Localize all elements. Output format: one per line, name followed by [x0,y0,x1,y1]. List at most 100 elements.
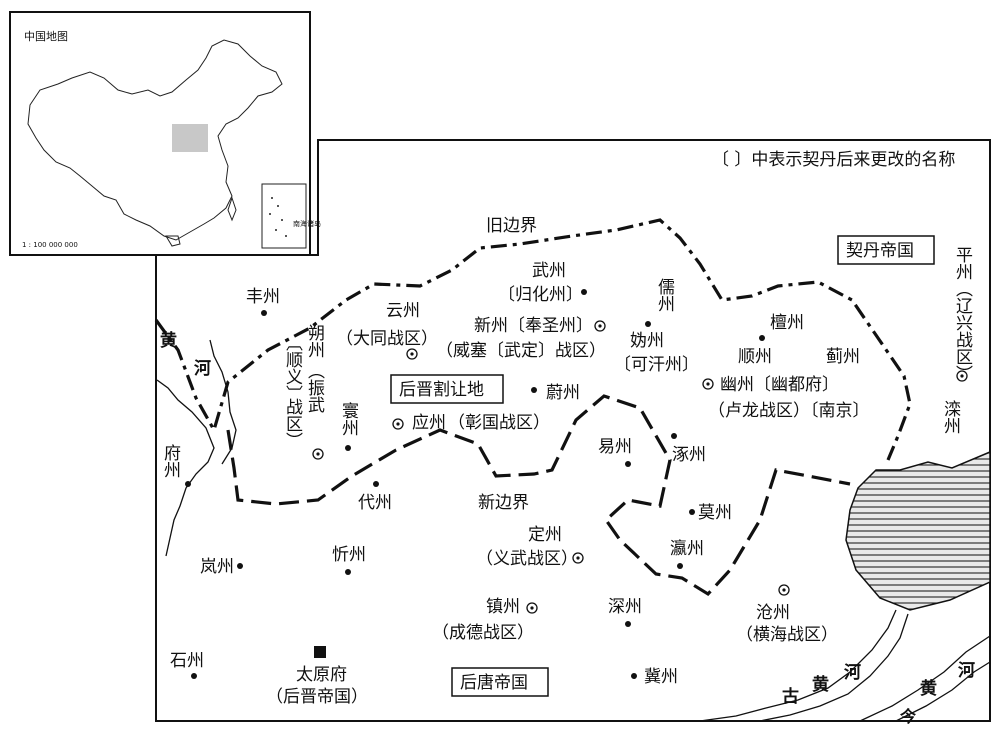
place-chengde: （成德战区） [432,623,534,643]
place-weisai: （威塞〔武定〕战区） [436,341,606,361]
place-yingzhou2: 瀛州 [670,538,704,559]
legend-note: 〔 〕中表示契丹后来更改的名称 [712,150,955,170]
place-shuozhou: 朔州 [304,324,325,358]
place-wuzhou: 武州 [532,261,566,281]
place-houjin: （后晋帝国） [266,687,368,707]
china-outline [27,39,283,241]
place-kehan: 〔可汗州〕 [614,355,699,375]
ancient-yellow-river [699,609,897,722]
ancient-yellow-river-bank [759,613,909,722]
river-huang-jin: 黄 [920,678,937,699]
river-huang-1: 黄 [160,330,177,351]
city-dot-fuzhou [185,481,191,487]
city-dot-yingzhou2 [677,563,683,569]
city-dots [185,289,765,679]
taiyuan-capital-symbol [314,646,326,658]
place-yizhou: 易州 [598,437,632,457]
taiwan-outline [227,196,237,222]
old-border [154,218,912,461]
city-dot-guizhou [645,321,651,327]
city-dot-wuzhou [581,289,587,295]
city-dot-zhuozhou [671,433,677,439]
city-dot-lanzhou [237,563,243,569]
place-taiyuan: 太原府 [296,665,347,685]
place-jizhou-s: 冀州 [644,667,678,687]
city-dot-shenzhou [625,621,631,627]
river-he-gu: 河 [844,663,861,683]
place-zhangguo: （彰国战区） [448,413,550,433]
hainan-outline [165,235,181,247]
place-lanzhou: 岚州 [200,557,234,577]
place-ruzhou: 儒州 [654,278,675,312]
place-pingzhou: 平州 [952,246,973,280]
river-gu: 古 [782,686,799,707]
place-zhanqu-v: 战区） [282,398,303,449]
place-yiwu: （义武战区） [476,549,578,569]
capital-symbols [312,320,968,614]
highlight-region [172,124,208,152]
city-dot-mozhou [689,509,695,515]
place-liaoxing: （辽兴战区） [952,280,973,382]
later-tang-box [451,667,549,697]
place-daizhou: 代州 [358,493,392,513]
place-fuzhou: 府州 [160,444,181,478]
main-map-frame [155,139,991,722]
region-khitan: 契丹帝国 [846,241,914,261]
capital-centers [316,324,964,610]
bohai-sea [845,450,991,611]
place-xinzhou-fengsheng: 新州〔奉圣州〕 [474,316,593,336]
place-datong: （大同战区） [336,329,438,349]
city-dot-huanzhou [345,445,351,451]
inset-scale: 1 : 100 000 000 [22,241,78,249]
city-dot-yizhou [625,461,631,467]
city-dot-xinzhou [345,569,351,575]
city-dot-tanzhou [759,335,765,341]
place-guizhou: 妫州 [630,331,664,351]
yellow-river-upper [156,379,215,557]
place-yingzhou: 应州 [412,413,446,433]
islands-label: 南海诸岛 [293,219,321,228]
ceded-box [390,374,504,404]
place-shunzhou: 顺州 [738,347,772,367]
place-luanzhou: 滦州 [940,400,961,434]
river-he-1: 河 [194,359,211,379]
region-later-tang: 后唐帝国 [460,672,528,693]
place-mozhou: 莫州 [698,503,732,523]
city-dot-fengzhou [261,310,267,316]
inset-title: 中国地图 [24,30,68,43]
south-sea-box [261,183,307,249]
place-zhenzhou: 镇州 [486,597,520,617]
place-shizhou: 石州 [170,651,204,671]
city-dot-weizhou [531,387,537,393]
inset-frame [9,11,311,256]
old-border-label: 旧边界 [486,216,537,236]
place-dingzhou: 定州 [528,525,562,545]
south-sea-islands [269,197,287,237]
place-shenzhou: 深州 [608,597,642,617]
city-dot-daizhou [373,481,379,487]
place-zhuozhou: 涿州 [672,445,706,465]
place-fengzhou: 丰州 [246,287,280,307]
place-yunzhou: 云州 [386,301,420,321]
place-lulong: （卢龙战区）〔南京〕 [708,401,870,421]
place-cangzhou: 沧州 [756,603,790,623]
modern-yellow-river-bank [895,661,991,722]
city-dot-jizhou-s [631,673,637,679]
place-guihua: 〔归化州〕 [498,285,583,305]
place-youzhou: 幽州〔幽都府〕 [720,375,839,395]
region-ceded: 后晋割让地 [399,380,484,400]
modern-yellow-river [859,635,991,722]
new-border [226,394,851,597]
place-weizhou: 蔚州 [546,383,580,403]
place-huanzhou: 寰州 [338,401,359,436]
place-zhenwu: （振武 [304,362,325,413]
place-tanzhou: 檀州 [770,313,804,333]
new-border-label: 新边界 [478,493,529,513]
place-shunyi: 〔顺义〕 [282,334,303,402]
place-xinzhou: 忻州 [332,545,366,565]
yellow-river-upper-bank [209,339,237,465]
place-henghai: （横海战区） [736,625,838,645]
city-dot-shizhou [191,673,197,679]
place-jizhou-n: 蓟州 [826,347,860,367]
